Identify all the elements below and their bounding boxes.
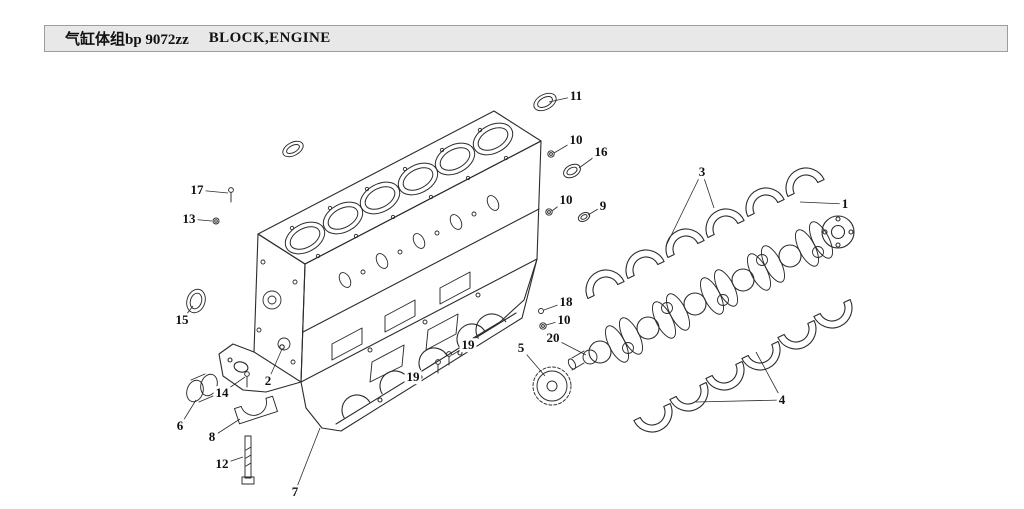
leader-line-18: [543, 301, 567, 311]
leader-line-4: [695, 399, 783, 403]
leader-line-3: [701, 171, 715, 209]
main-journals: [588, 244, 802, 364]
leader-line-17: [196, 189, 229, 194]
gasket-ring-loose: [282, 140, 304, 158]
leader-line-4: [755, 351, 783, 401]
engine-block: [218, 110, 542, 432]
figure-header: 气缸体组bp 9072zz BLOCK,ENGINE: [44, 25, 1008, 52]
crankcase-windows: [369, 313, 459, 383]
front-face: [300, 140, 542, 383]
leader-line-10: [545, 319, 565, 326]
crank-pins: [622, 246, 824, 354]
left-end-face: [253, 233, 306, 383]
figure-title-en: BLOCK,ENGINE: [208, 30, 331, 46]
water-ports: [338, 195, 500, 288]
leader-line-5: [520, 347, 546, 377]
bearing-cap-part-8: [234, 395, 278, 425]
figure-title-cn: 气缸体组bp 9072zz: [65, 32, 189, 48]
leader-line-12: [221, 456, 244, 465]
front-face-parting-line: [302, 208, 540, 333]
leader-line-19: [412, 361, 437, 378]
plug-part-10-a: [547, 150, 555, 158]
plug-part-10-c: [539, 322, 547, 330]
leader-line-2: [267, 348, 283, 382]
cam-bearing-ring-part-15: [186, 288, 206, 314]
upper-bearing-shells: [585, 167, 825, 300]
small-parts: [186, 92, 591, 485]
engine-block-diagram: [179, 92, 855, 493]
leader-line-1: [799, 201, 846, 205]
left-face-details: [256, 259, 298, 365]
stud-part-14: [244, 371, 250, 388]
plug-part-9: [577, 212, 591, 222]
plug-part-10-b: [545, 208, 553, 216]
rear-main-bore: [475, 313, 507, 339]
deck-bolt-holes: [289, 127, 509, 259]
rear-chamfer: [469, 258, 538, 341]
bushing-part-6: [186, 373, 218, 403]
leader-line-13: [188, 218, 213, 222]
leader-line-11: [548, 95, 577, 103]
rear-flange: [821, 215, 855, 249]
bolt-part-17: [228, 187, 234, 203]
key-part-18: [538, 308, 544, 314]
crankcase-skirt: [300, 258, 538, 432]
core-openings: [331, 271, 481, 361]
bolt-part-19-a: [446, 351, 452, 366]
deck-face: [257, 110, 542, 265]
leader-line-10: [551, 199, 567, 212]
leader-line-8: [211, 418, 241, 438]
cylinder-bores: [284, 122, 514, 255]
front-plate-flange: [218, 343, 302, 393]
crank-nose: [567, 349, 598, 371]
lower-bearing-shells: [633, 298, 853, 433]
leader-line-9: [587, 205, 604, 216]
leader-line-16: [578, 151, 602, 169]
flange-opening: [233, 361, 249, 373]
crank-gear-part-5: [532, 366, 572, 406]
leader-line-10: [553, 139, 577, 154]
leader-line-20: [552, 337, 587, 356]
leader-line-6: [179, 399, 197, 427]
ring-part-16: [563, 163, 581, 179]
cap-bolt-part-12: [241, 435, 255, 485]
core-plug-part-11: [533, 92, 557, 112]
leader-line-3: [665, 171, 703, 247]
main-bearing-saddles: [341, 323, 486, 419]
leader-line-14: [221, 376, 246, 394]
crankshaft: [567, 215, 855, 371]
dowel-part-2: [279, 344, 285, 350]
washer-part-13: [212, 217, 220, 225]
leader-line-7: [294, 427, 321, 493]
counterweights: [604, 221, 834, 363]
